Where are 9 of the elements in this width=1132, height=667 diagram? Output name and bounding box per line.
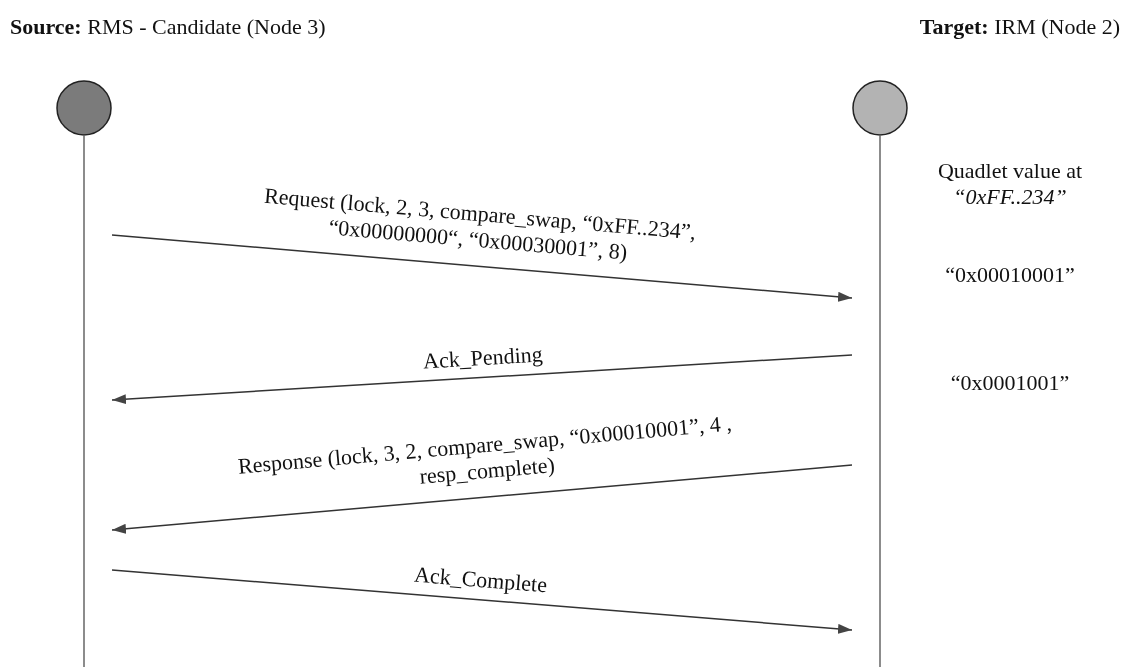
value-note: Quadlet value at “0xFF..234” <box>936 158 1084 210</box>
arrow <box>111 354 853 405</box>
value-note: “0x00010001” <box>944 262 1076 288</box>
arrow <box>111 569 853 634</box>
value-note: “0x0001001” <box>949 370 1071 396</box>
participant-heading: Target: IRM (Node 2) <box>919 14 1120 40</box>
participant-heading: Source: RMS - Candidate (Node 3) <box>10 14 326 40</box>
arrow <box>111 234 853 302</box>
arrow <box>111 464 853 534</box>
